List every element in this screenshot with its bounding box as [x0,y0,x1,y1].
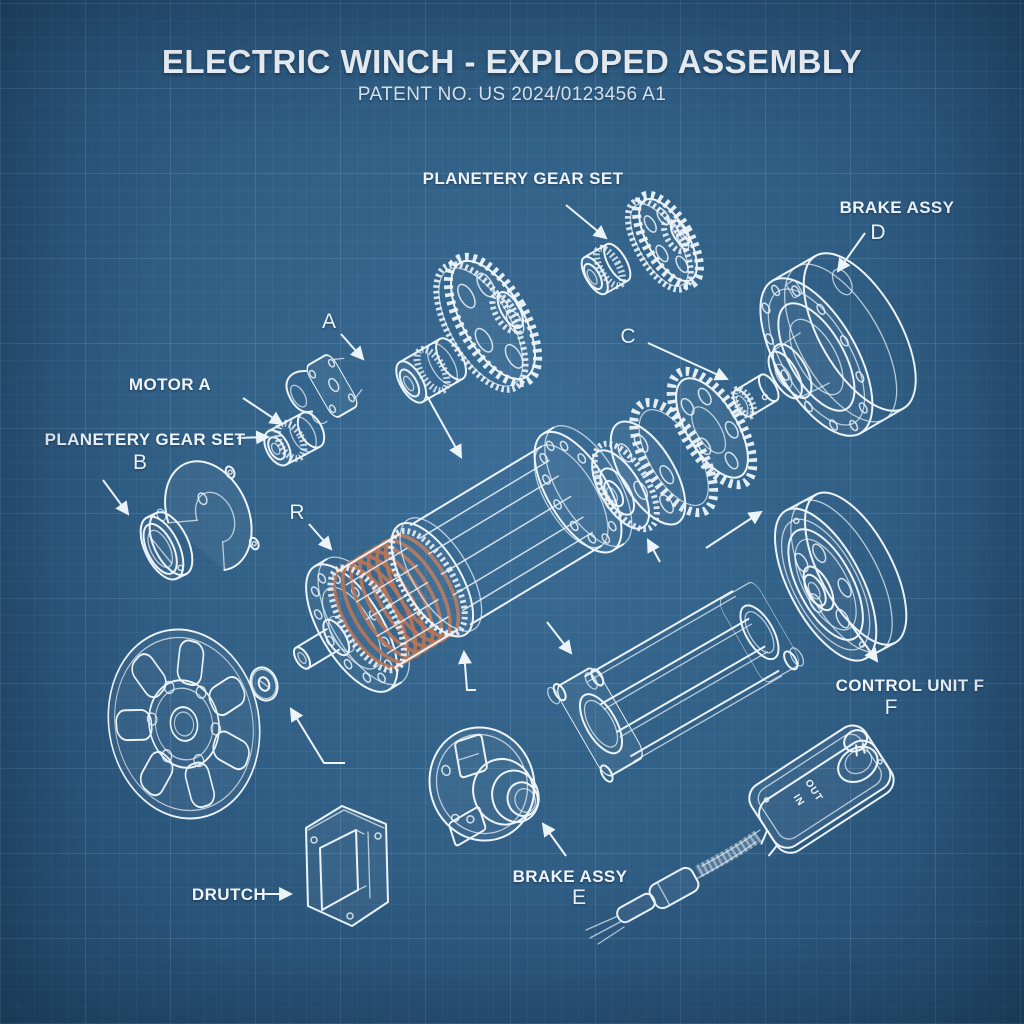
control-pendant: IN OUT [585,724,895,945]
ring-gear [666,366,758,490]
brake-flange-e [428,726,540,847]
cable-ferrule [648,866,700,910]
brake-drum-d [759,252,917,437]
label-brake-assy-d: BRAKE ASSY [839,198,955,217]
patent-number: PATENT NO. US 2024/0123456 A1 [357,84,667,105]
label-drutch: DRUTCH [191,885,267,904]
knurled-motor [263,411,326,467]
callout-arrows [102,204,879,901]
bearing-bushing-top [580,242,632,296]
knurled-roller [395,337,467,404]
ref-letter-a: A [321,310,337,333]
ref-letter-r: R [289,501,305,524]
label-control-unit-f: CONTROL UNIT F [835,676,985,695]
label-motor-a: MOTOR A [128,375,212,394]
spoked-flange-wheel [107,628,261,820]
ref-letter-b: B [132,451,148,474]
label-planetary-gear-set-top: PLANETERY GEAR SET [422,169,624,188]
thrust-washer [249,666,279,702]
cable-pulley-f [773,491,908,662]
label-planetary-gear-set-b: PLANETERY GEAR SET [44,430,246,449]
cable-tip [616,892,656,924]
page-title: ELECTRIC WINCH - EXPLOPED ASSEMBLY [161,43,863,80]
planetary-gear-upper [624,190,704,293]
label-brake-assy-e: BRAKE ASSY [512,867,628,886]
clutch-bracket [305,805,389,927]
gear-cover-plate [164,460,260,572]
bearing-cup [139,508,194,581]
planetary-gear-large [433,252,543,393]
ref-letter-e: E [571,886,587,909]
motor-mount [285,354,363,425]
pendant-marking-in: IN [791,793,807,809]
shaft-bushing-c [730,373,780,420]
main-drum-assembly [292,425,633,693]
cable-wires [585,915,625,945]
mounting-frame [547,582,805,783]
ref-letter-d: D [870,221,886,244]
ref-letter-f: F [884,696,898,719]
ref-letter-c: C [620,325,636,348]
